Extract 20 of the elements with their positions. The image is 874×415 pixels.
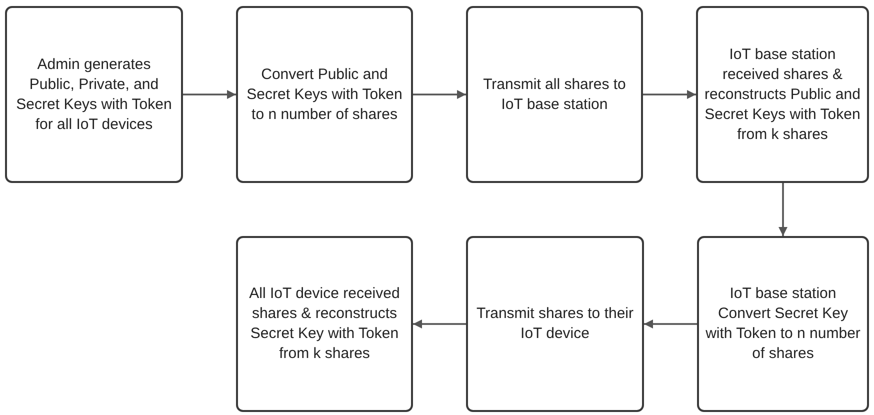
arrow xyxy=(643,90,696,99)
arrow xyxy=(183,90,236,99)
step-text: IoT base station received shares & reconstructs Public and Secret Keys with Token from k shares xyxy=(704,44,861,144)
process-box xyxy=(5,6,183,183)
step-text: All IoT device received shares & reconstructs Secret Key with Token from k shares xyxy=(248,284,401,364)
process-box xyxy=(236,236,413,412)
process-box xyxy=(697,236,869,412)
arrow xyxy=(644,320,697,328)
process-box xyxy=(236,6,413,183)
arrow xyxy=(413,320,466,328)
process-box xyxy=(696,6,869,183)
step-text: Admin generates Public, Private, and Secret Keys with Token for all IoT devices xyxy=(15,54,173,134)
step-text: IoT base station Convert Secret Key with Token to n number of shares xyxy=(705,284,861,364)
step-text: Transmit all shares to IoT base station xyxy=(482,74,627,114)
arrow xyxy=(413,90,466,99)
process-box xyxy=(466,6,643,183)
step-text: Transmit shares to their IoT device xyxy=(476,304,634,344)
arrow xyxy=(778,183,788,236)
process-box xyxy=(466,236,644,412)
step-text: Convert Public and Secret Keys with Token to n number of shares xyxy=(246,64,404,124)
